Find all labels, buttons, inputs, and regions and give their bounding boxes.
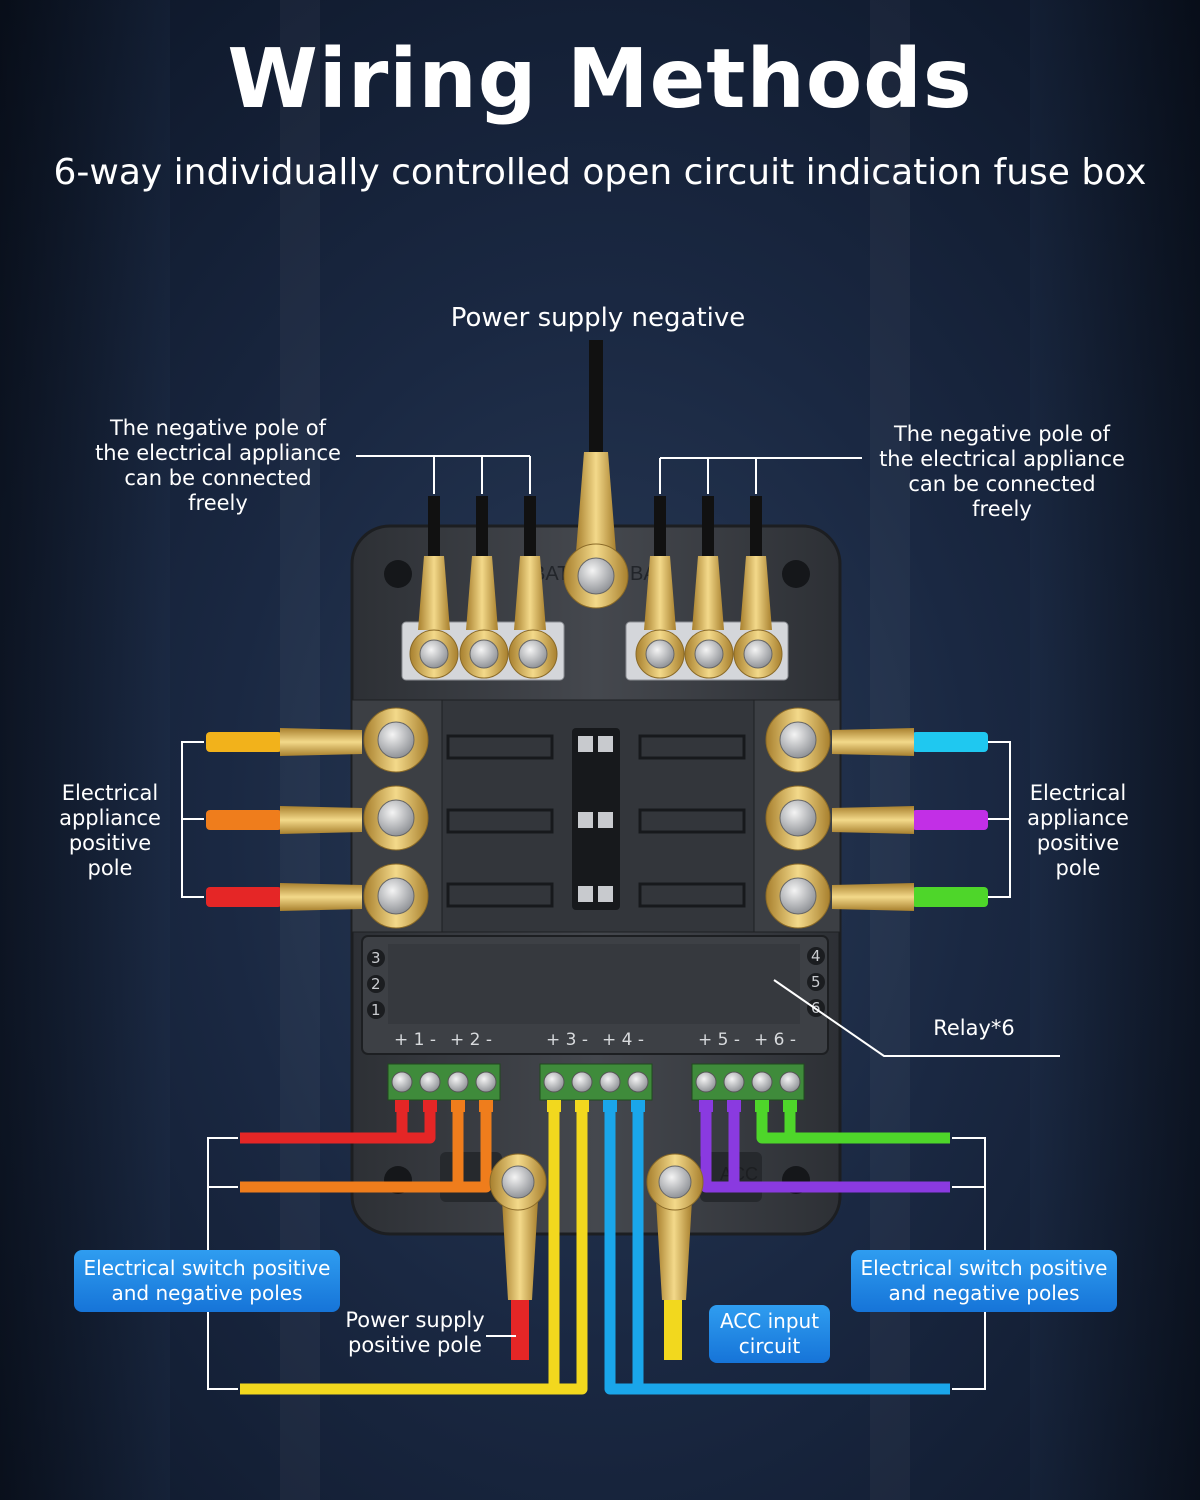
page-subtitle: 6-way individually controlled open circu…: [53, 152, 1147, 193]
power-positive-label: Power supply positive pole: [345, 1308, 485, 1357]
relay-label: Relay*6: [933, 1016, 1015, 1040]
acc-lug: [656, 1200, 692, 1300]
power-negative-label: Power supply negative: [450, 303, 746, 333]
channel-label: + 5 -: [698, 1030, 740, 1050]
svg-text:2: 2: [371, 975, 381, 993]
power-negative-lug: [576, 452, 616, 552]
svg-text:4: 4: [811, 947, 821, 965]
switch-badge-right: Electrical switch positive and negative …: [851, 1250, 1117, 1312]
appliance-positive-label-right: Electrical appliance positive pole: [1027, 781, 1129, 880]
channel-label: + 2 -: [450, 1030, 492, 1050]
svg-text:1: 1: [371, 1001, 381, 1019]
channel-label: + 6 -: [754, 1030, 796, 1050]
mount-hole: [384, 560, 412, 588]
page-title: Wiring Methods: [227, 32, 973, 127]
led-indicator-strip: [572, 728, 620, 910]
appliance-positive-label-left: Electrical appliance positive pole: [59, 781, 161, 880]
mount-hole: [782, 560, 810, 588]
relay-cover: [388, 944, 800, 1024]
channel-label: + 1 -: [394, 1030, 436, 1050]
negative-lugs: [409, 496, 783, 679]
negative-pole-label-right: The negative pole of the electrical appl…: [879, 422, 1125, 521]
svg-text:5: 5: [811, 973, 821, 991]
terminal-blocks: [387, 1063, 805, 1101]
bottom-wires: [240, 1102, 950, 1395]
svg-text:3: 3: [371, 949, 381, 967]
acc-badge: ACC input circuit: [709, 1305, 830, 1363]
power-positive-lug: [502, 1200, 538, 1300]
switch-badge-left: Electrical switch positive and negative …: [74, 1250, 340, 1312]
negative-pole-label-left: The negative pole of the electrical appl…: [95, 416, 341, 515]
channel-label: + 4 -: [602, 1030, 644, 1050]
channel-label: + 3 -: [546, 1030, 588, 1050]
positive-lugs-left: [206, 707, 429, 929]
positive-lugs-right: [765, 707, 988, 929]
